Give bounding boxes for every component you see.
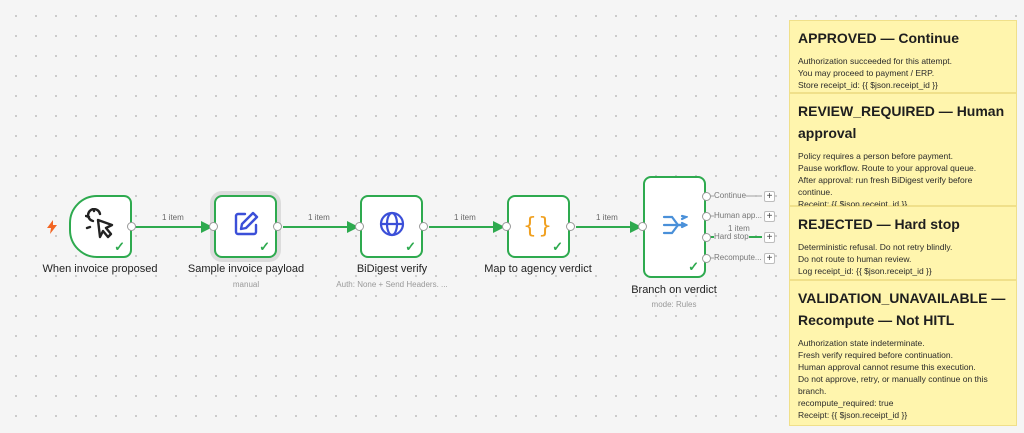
note-line: Pause workflow. Route to your approval q… bbox=[798, 163, 977, 173]
edge-label-trigger-sample: 1 item bbox=[160, 213, 186, 222]
edge-label-sample-verify: 1 item bbox=[306, 213, 332, 222]
edit-icon bbox=[232, 210, 260, 243]
node-when-invoice-proposed[interactable]: ✓ bbox=[69, 195, 132, 258]
sticky-note-review-required[interactable]: REVIEW_REQUIRED — Human approval Policy … bbox=[789, 93, 1017, 209]
note-title: VALIDATION_UNAVAILABLE — Recompute — Not… bbox=[798, 290, 1006, 328]
trigger-bolt-icon bbox=[46, 220, 58, 239]
node-label: Branch on verdict bbox=[631, 284, 717, 296]
node-sample-invoice-payload[interactable]: ✓ bbox=[214, 195, 277, 258]
node-label: Sample invoice payload bbox=[187, 263, 305, 275]
note-line: Receipt: {{ $json.receipt_id }} bbox=[798, 410, 908, 420]
note-line: Store receipt_id: {{ $json.receipt_id }} bbox=[798, 80, 938, 90]
success-check-icon: ✓ bbox=[552, 239, 563, 254]
output-label-human-approval: Human app... bbox=[714, 211, 763, 220]
note-line: Do not route to human review. bbox=[798, 254, 912, 264]
add-node-button-recompute[interactable]: + bbox=[764, 253, 775, 264]
sticky-note-rejected[interactable]: REJECTED — Hard stop Deterministic refus… bbox=[789, 206, 1017, 280]
note-line: Deterministic refusal. Do not retry blin… bbox=[798, 242, 953, 252]
add-node-button-hard-stop[interactable]: + bbox=[764, 232, 775, 243]
note-line: Do not approve, retry, or manually conti… bbox=[798, 374, 988, 396]
note-line: Log receipt_id: {{ $json.receipt_id }} bbox=[798, 266, 932, 276]
output-handle-hard-stop[interactable] bbox=[702, 233, 711, 242]
output-handle[interactable] bbox=[127, 222, 136, 231]
output-handle[interactable] bbox=[566, 222, 575, 231]
note-line: Human approval cannot resume this execut… bbox=[798, 362, 976, 372]
input-handle[interactable] bbox=[638, 222, 647, 231]
node-map-to-agency-verdict[interactable]: {} ✓ bbox=[507, 195, 570, 258]
note-line: recompute_required: true bbox=[798, 398, 894, 408]
note-title: REVIEW_REQUIRED — Human approval bbox=[798, 103, 1005, 141]
note-title: APPROVED — Continue bbox=[798, 30, 960, 46]
note-title: REJECTED — Hard stop bbox=[798, 216, 960, 232]
note-line: Authorization state indeterminate. bbox=[798, 338, 925, 348]
node-label: Map to agency verdict bbox=[484, 263, 592, 275]
braces-icon: {} bbox=[523, 214, 554, 239]
success-check-icon: ✓ bbox=[114, 239, 125, 254]
note-line: Receipt: {{ $json.receipt_id }} bbox=[798, 199, 908, 209]
note-line: Authorization succeeded for this attempt… bbox=[798, 56, 953, 66]
sticky-note-validation-unavailable[interactable]: VALIDATION_UNAVAILABLE — Recompute — Not… bbox=[789, 280, 1017, 426]
node-subtitle: mode: Rules bbox=[651, 300, 697, 309]
output-label-recompute: Recompute... bbox=[714, 253, 762, 262]
success-check-icon: ✓ bbox=[405, 239, 416, 254]
switch-icon bbox=[662, 213, 689, 242]
node-label: When invoice proposed bbox=[42, 263, 158, 275]
output-handle[interactable] bbox=[273, 222, 282, 231]
node-bidigest-verify[interactable]: ✓ bbox=[360, 195, 423, 258]
output-handle-human-approval[interactable] bbox=[702, 212, 711, 221]
edge-label-map-branch: 1 item bbox=[594, 213, 620, 222]
input-handle[interactable] bbox=[355, 222, 364, 231]
input-handle[interactable] bbox=[209, 222, 218, 231]
note-line: Fresh verify required before continuatio… bbox=[798, 350, 953, 360]
cursor-click-icon bbox=[84, 207, 117, 245]
input-handle[interactable] bbox=[502, 222, 511, 231]
edge-label-verify-map: 1 item bbox=[452, 213, 478, 222]
output-label-continue: Continue bbox=[714, 191, 747, 200]
globe-icon bbox=[378, 210, 406, 243]
add-node-button-human-approval[interactable]: + bbox=[764, 211, 775, 222]
add-node-button-continue[interactable]: + bbox=[764, 191, 775, 202]
sticky-note-approved[interactable]: APPROVED — Continue Authorization succee… bbox=[789, 20, 1017, 93]
node-subtitle: manual bbox=[232, 280, 260, 289]
success-check-icon: ✓ bbox=[259, 239, 270, 254]
note-line: Policy requires a person before payment. bbox=[798, 151, 953, 161]
node-branch-on-verdict[interactable]: ✓ bbox=[643, 176, 706, 278]
output-handle[interactable] bbox=[419, 222, 428, 231]
output-handle-recompute[interactable] bbox=[702, 254, 711, 263]
node-label: BiDigest verify bbox=[356, 263, 428, 275]
output-handle-continue[interactable] bbox=[702, 192, 711, 201]
node-subtitle: Auth: None + Send Headers. ... bbox=[336, 280, 448, 289]
success-check-icon: ✓ bbox=[688, 259, 699, 274]
output-item-count-hard-stop: 1 item bbox=[728, 224, 750, 233]
note-line: You may proceed to payment / ERP. bbox=[798, 68, 935, 78]
output-label-hard-stop: Hard stop bbox=[714, 232, 749, 241]
note-line: After approval: run fresh BiDigest verif… bbox=[798, 175, 973, 197]
